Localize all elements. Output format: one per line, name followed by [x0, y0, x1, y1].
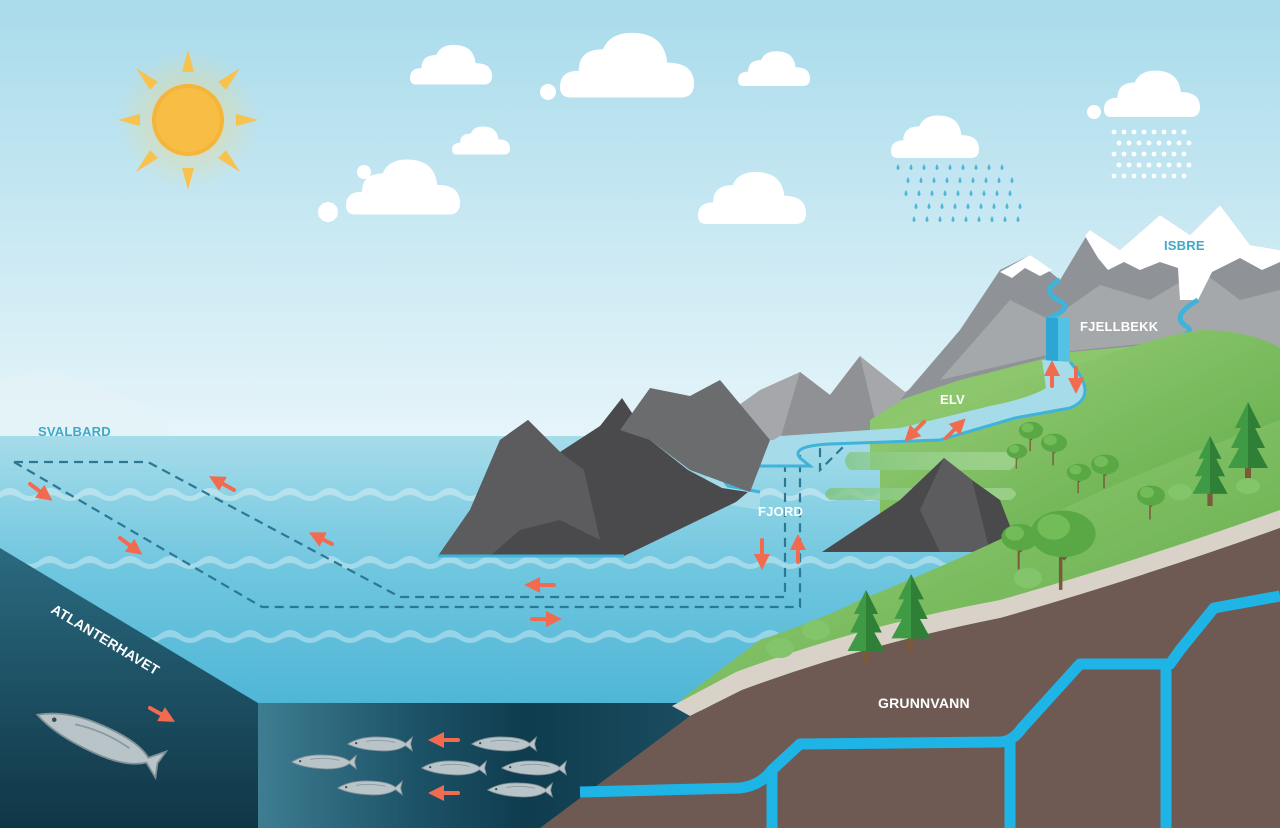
sun-icon: [118, 50, 258, 190]
snow-flake: [1177, 141, 1182, 146]
snow-flake: [1142, 174, 1147, 179]
snow-flake: [1152, 130, 1157, 135]
snow-flake: [1117, 163, 1122, 168]
snow-flake: [1172, 174, 1177, 179]
snow-flake: [1142, 152, 1147, 157]
snow-flake: [1147, 163, 1152, 168]
snow-flake: [1177, 163, 1182, 168]
label-isbre: ISBRE: [1164, 238, 1205, 253]
snow-flake: [1137, 141, 1142, 146]
snow-flake: [1147, 141, 1152, 146]
snow-flake: [1187, 141, 1192, 146]
snow-flake: [1162, 174, 1167, 179]
snow-flake: [1182, 130, 1187, 135]
snow-flake: [1122, 152, 1127, 157]
snow-flake: [1157, 163, 1162, 168]
snow-flake: [1182, 152, 1187, 157]
snow-flake: [1122, 130, 1127, 135]
waterfall-highlight: [1058, 318, 1070, 366]
snow-flake: [1112, 130, 1117, 135]
snow-flake: [1152, 152, 1157, 157]
snow-flake: [1127, 141, 1132, 146]
snow-flake: [1127, 163, 1132, 168]
snow-flake: [1172, 152, 1177, 157]
label-fjellbekk: FJELLBEKK: [1080, 319, 1159, 334]
snow-flake: [1187, 163, 1192, 168]
snow-flake: [1157, 141, 1162, 146]
snow-flake: [1152, 174, 1157, 179]
snow-flake: [1132, 130, 1137, 135]
snow-flake: [1172, 130, 1177, 135]
label-elv: ELV: [940, 392, 965, 407]
snow-flake: [1112, 152, 1117, 157]
snow-flake: [1132, 152, 1137, 157]
snow-flake: [1122, 174, 1127, 179]
snow-flake: [1167, 163, 1172, 168]
snow-flake: [1117, 141, 1122, 146]
label-grunnvann: GRUNNVANN: [878, 695, 970, 711]
snow-flake: [1167, 141, 1172, 146]
label-fjord: FJORD: [758, 504, 803, 519]
snow-flake: [1112, 174, 1117, 179]
snow-flake: [1132, 174, 1137, 179]
snow-flake: [1162, 152, 1167, 157]
label-svalbard: SVALBARD: [38, 424, 111, 439]
snow-flake: [1182, 174, 1187, 179]
snow-flake: [1162, 130, 1167, 135]
snow-flake: [1137, 163, 1142, 168]
snow-flake: [1142, 130, 1147, 135]
